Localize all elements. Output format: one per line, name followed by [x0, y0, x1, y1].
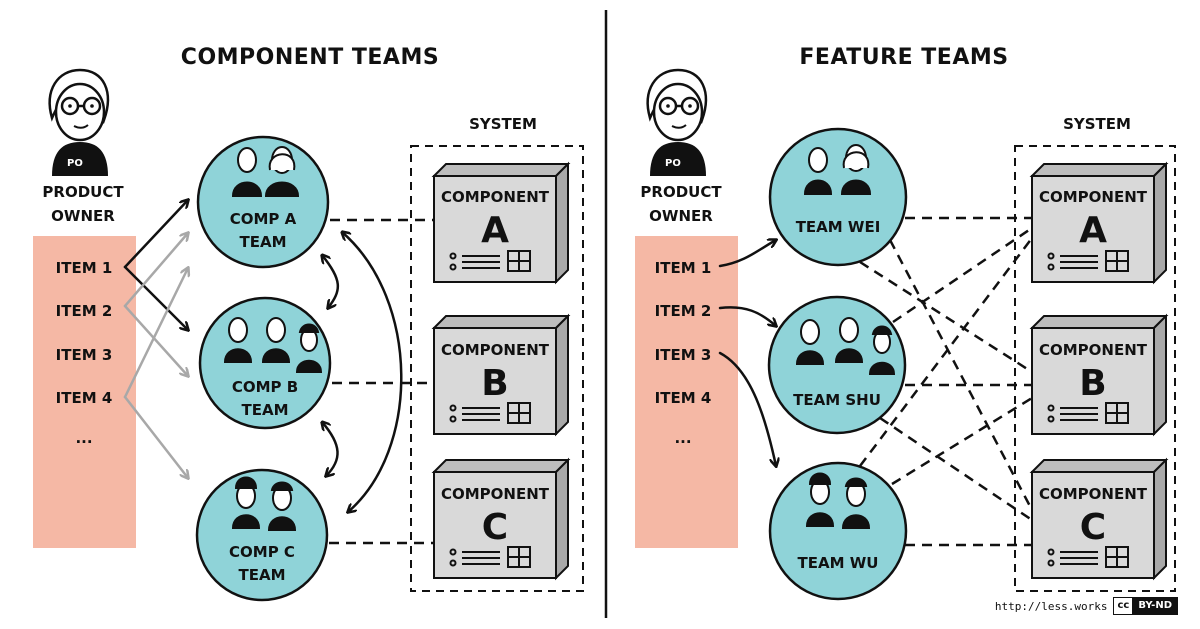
backlog-item: ITEM 3 — [655, 346, 712, 364]
component-letter: C — [482, 507, 508, 548]
svg-text:PO: PO — [67, 158, 83, 169]
backlog-item: ITEM 2 — [56, 302, 113, 320]
team-component-links — [859, 216, 1034, 547]
component-box-a: COMPONENT A — [431, 161, 571, 285]
team-label: TEAM WU — [798, 554, 879, 572]
product-owner-label: OWNER — [51, 207, 115, 225]
backlog-item: ITEM 2 — [655, 302, 712, 320]
assignment-arrows — [123, 200, 188, 478]
component-letter: B — [1079, 363, 1106, 404]
team-label: TEAM WEI — [796, 218, 881, 236]
component-box-a: COMPONENT A — [1029, 161, 1169, 285]
team-label: COMP A — [230, 210, 297, 228]
component-label: COMPONENT — [441, 188, 550, 206]
backlog-item: ITEM 4 — [56, 389, 113, 407]
backlog-item: ... — [75, 429, 92, 447]
component-letter: C — [1080, 507, 1106, 548]
license-badge[interactable]: cc BY-ND — [1113, 597, 1178, 615]
coordination-arrows — [322, 232, 403, 512]
backlog-item: ITEM 4 — [655, 389, 712, 407]
component-box-b: COMPONENT B — [431, 313, 571, 437]
team-comp-b: COMP B TEAM — [198, 296, 332, 430]
footer-credit: http://less.works cc BY-ND — [995, 597, 1178, 615]
product-owner-icon: PO — [646, 68, 708, 176]
component-label: COMPONENT — [441, 485, 550, 503]
team-label: COMP C — [229, 543, 295, 561]
team-comp-c: COMP C TEAM — [195, 468, 329, 602]
component-label: COMPONENT — [1039, 188, 1148, 206]
team-label: TEAM — [241, 401, 288, 419]
backlog-item: ITEM 1 — [655, 259, 712, 277]
team-component-links — [329, 218, 434, 545]
product-owner-label: PRODUCT — [640, 183, 722, 201]
component-box-c: COMPONENT C — [431, 457, 571, 581]
component-box-b: COMPONENT B — [1029, 313, 1169, 437]
component-letter: A — [1079, 210, 1107, 251]
team-label: TEAM — [239, 233, 286, 251]
product-owner-label: OWNER — [649, 207, 713, 225]
assignment-arrows — [718, 240, 776, 466]
product-owner-label: PRODUCT — [42, 183, 124, 201]
team-wu: TEAM WU — [768, 461, 908, 601]
system-boundary — [410, 145, 584, 592]
system-label: SYSTEM — [1063, 115, 1131, 133]
cc-icon: cc — [1114, 598, 1134, 614]
team-shu: TEAM SHU — [767, 295, 907, 435]
system-boundary — [1014, 145, 1176, 592]
team-wei: TEAM WEI — [768, 127, 908, 267]
component-letter: A — [481, 210, 509, 251]
product-owner-icon: PO — [48, 68, 110, 176]
component-label: COMPONENT — [1039, 485, 1148, 503]
svg-text:PO: PO — [665, 158, 681, 169]
license-label: BY-ND — [1133, 598, 1177, 614]
backlog-item: ... — [674, 429, 691, 447]
component-letter: B — [481, 363, 508, 404]
component-label: COMPONENT — [441, 341, 550, 359]
right-title: FEATURE TEAMS — [799, 45, 1008, 70]
system-label: SYSTEM — [469, 115, 537, 133]
team-label: TEAM — [238, 566, 285, 584]
product-backlog — [635, 236, 738, 548]
component-box-c: COMPONENT C — [1029, 457, 1169, 581]
product-backlog — [33, 236, 136, 548]
team-label: COMP B — [232, 378, 298, 396]
backlog-item: ITEM 3 — [56, 346, 113, 364]
left-title: COMPONENT TEAMS — [181, 45, 439, 70]
source-link[interactable]: http://less.works — [994, 599, 1108, 613]
team-label: TEAM SHU — [793, 391, 881, 409]
backlog-item: ITEM 1 — [56, 259, 113, 277]
team-comp-a: COMP A TEAM — [196, 135, 330, 269]
component-label: COMPONENT — [1039, 341, 1148, 359]
